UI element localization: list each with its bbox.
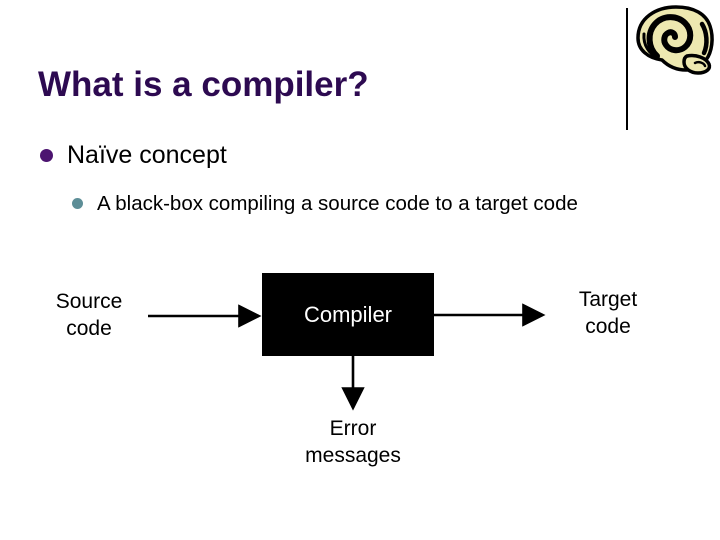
bullet-item-level1: Naïve concept xyxy=(40,140,600,170)
compiler-black-box: Compiler xyxy=(262,273,434,356)
bullet-dot-icon xyxy=(40,149,53,162)
source-code-line1: Source xyxy=(55,290,123,313)
header-vertical-rule xyxy=(626,8,628,130)
bullet-dot-icon xyxy=(72,198,83,209)
compiler-box-label: Compiler xyxy=(303,301,393,327)
source-code-line2: code xyxy=(66,317,112,340)
error-messages-line2: messages xyxy=(305,444,401,467)
diagram-label-source-code: Source code xyxy=(30,288,148,342)
error-messages-line1: Error xyxy=(329,417,377,440)
rolled-scroll-spiral-icon xyxy=(632,4,718,80)
bullet-item-level2: A black-box compiling a source code to a… xyxy=(72,190,672,218)
bullet-label-level1: Naïve concept xyxy=(67,141,227,169)
target-code-line1: Target xyxy=(578,288,638,311)
target-code-line2: code xyxy=(585,315,631,338)
bullet-label-level2: A black-box compiling a source code to a… xyxy=(97,192,578,215)
diagram-label-error-messages: Error messages xyxy=(262,415,444,469)
page-title: What is a compiler? xyxy=(38,65,369,104)
diagram-label-target-code: Target code xyxy=(546,286,670,340)
